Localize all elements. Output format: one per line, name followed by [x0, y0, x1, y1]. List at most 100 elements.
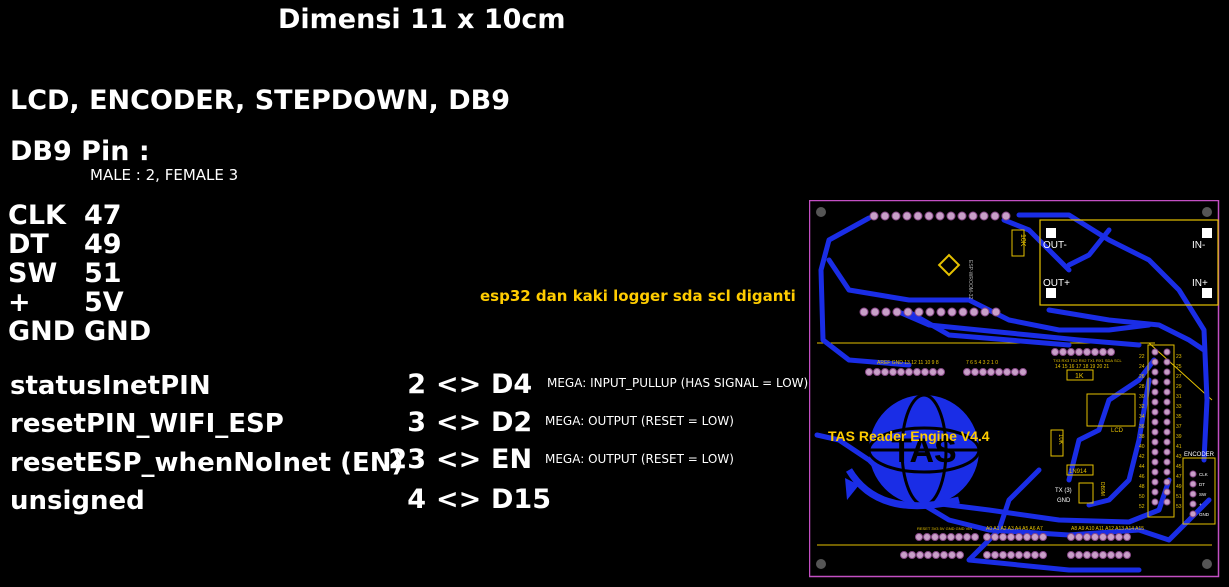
encoder-pin-name: DT — [8, 229, 49, 260]
signal-number: 23 — [388, 444, 426, 475]
encoder-connector — [1182, 457, 1216, 525]
encoder-pin-name: SW — [8, 258, 58, 289]
resistor-1k — [1066, 369, 1094, 381]
esp-chip-icon — [937, 253, 961, 277]
comm-nums-label: 14 15 16 17 18 19 20 21 — [1055, 364, 1109, 370]
tas-logo: TAS — [845, 393, 981, 510]
encoder-pin-name: + — [8, 287, 31, 318]
encoder-pin-value: 51 — [84, 258, 122, 289]
pin-label: 52 — [1139, 504, 1145, 510]
analog-high-label: A8 A9 A10 A11 A12 A13 A14 A15 — [1071, 526, 1144, 532]
pin-label: CLK — [1199, 472, 1208, 477]
pin-label: GND — [1199, 512, 1210, 517]
encoder-pin-name: CLK — [8, 200, 66, 231]
pin-label: 28 — [1139, 384, 1145, 390]
mount-hole — [1202, 207, 1212, 217]
out-minus-label: OUT- — [1043, 240, 1067, 251]
pin-label: 41 — [1176, 444, 1182, 450]
pcb-layout: TAS TAS Reader Engine V4.4 ESP-WROOM-32 … — [809, 200, 1220, 578]
pin-label: 44 — [1139, 464, 1145, 470]
db9-heading: DB9 Pin : — [10, 136, 150, 167]
power-label: RESET 3V3 5V GND GND VIN — [917, 526, 972, 531]
signal-number: 3 — [407, 407, 426, 438]
board-title: TAS Reader Engine V4.4 — [828, 428, 990, 444]
pin-label: 49 — [1176, 484, 1182, 490]
pin-label: 27 — [1176, 374, 1182, 380]
esp-label: ESP-WROOM-32 — [967, 260, 973, 299]
mount-hole — [1202, 559, 1212, 569]
gnd-label: GND — [1057, 498, 1071, 504]
pin-label: 36 — [1139, 424, 1145, 430]
esp32-header-bottom — [859, 307, 1001, 317]
pin-label: 23 — [1176, 354, 1182, 360]
mount-hole — [816, 559, 826, 569]
signal-target: D15 — [491, 484, 551, 515]
encoder-pins — [1189, 470, 1197, 518]
db9-subtext: MALE : 2, FEMALE 3 — [90, 166, 239, 184]
pin-label: 38 — [1139, 434, 1145, 440]
esp32-header-top — [869, 211, 1011, 221]
silk-line — [1148, 342, 1213, 401]
signal-arrow: <> — [436, 369, 482, 400]
arduino-digital-header — [865, 348, 1115, 376]
pin-label: + — [1199, 502, 1202, 507]
logo-text: TAS — [891, 432, 956, 470]
in-minus-label: IN- — [1192, 240, 1205, 251]
stepdown-pad — [1202, 288, 1212, 298]
signal-name: resetPIN_WIFI_ESP — [10, 409, 284, 439]
comm-label: TX3 RX3 TX2 RX2 TX1 RX1 SDA SCL — [1053, 358, 1123, 363]
signal-name: unsigned — [10, 486, 145, 516]
pin-label: 47 — [1176, 474, 1182, 480]
lcd-connector — [1086, 393, 1136, 427]
pin-label: 53 — [1176, 504, 1182, 510]
signal-note: MEGA: OUTPUT (RESET = LOW) — [545, 452, 734, 466]
pin-label: 32 — [1139, 404, 1145, 410]
signal-target: EN — [491, 444, 533, 475]
pin-label: 50 — [1139, 494, 1145, 500]
stepdown-pad — [1046, 228, 1056, 238]
signal-number: 4 — [407, 484, 426, 515]
pin-label: 29 — [1176, 384, 1182, 390]
page-title: Dimensi 11 x 10cm — [278, 4, 566, 35]
db9-label: DB9M — [1099, 482, 1105, 496]
resistor-10k-top — [1011, 229, 1025, 257]
signal-arrow: <> — [436, 444, 482, 475]
diode-label: 1N914 — [1069, 469, 1087, 475]
pin-label: 34 — [1139, 414, 1145, 420]
pin-label: 40 — [1139, 444, 1145, 450]
board-outline — [809, 200, 1220, 578]
pin-label: SW — [1199, 492, 1207, 497]
pin-label: 25 — [1176, 364, 1182, 370]
signal-name: statusInetPIN — [10, 371, 211, 401]
resistor-10k-mid-label: 10K — [1057, 434, 1063, 445]
resistor-10k-mid — [1050, 429, 1064, 457]
pin-label: DT — [1199, 482, 1205, 487]
pin-label: 43 — [1176, 454, 1182, 460]
pin-label: 33 — [1176, 404, 1182, 410]
encoder-pin-name: GND — [8, 316, 76, 347]
pin-label: 31 — [1176, 394, 1182, 400]
mount-hole — [816, 207, 826, 217]
tx-label: TX (3) — [1055, 488, 1072, 494]
signal-note: MEGA: INPUT_PULLUP (HAS SIGNAL = LOW) — [547, 376, 809, 390]
resistor-1k-label: 1K — [1075, 373, 1084, 380]
encoder-pin-value: 49 — [84, 229, 122, 260]
signal-arrow: <> — [436, 484, 482, 515]
pin-label: 39 — [1176, 434, 1182, 440]
pin-label: 22 — [1139, 354, 1145, 360]
pin-label: 35 — [1176, 414, 1182, 420]
components-heading: LCD, ENCODER, STEPDOWN, DB9 — [10, 85, 510, 116]
signal-target: D4 — [491, 369, 533, 400]
signal-number: 2 — [407, 369, 426, 400]
pin-label: 37 — [1176, 424, 1182, 430]
encoder-pin-value: GND — [84, 316, 152, 347]
stepdown-pad — [1202, 228, 1212, 238]
right-header-labels: 22 24 26 28 30 32 34 36 38 40 42 44 46 4… — [1139, 354, 1182, 510]
pin-label: 51 — [1176, 494, 1182, 500]
arduino-right-header — [1147, 344, 1175, 518]
signal-arrow: <> — [436, 407, 482, 438]
digital-low-label: 7 6 5 4 3 2 1 0 — [966, 360, 998, 366]
signal-note: MEGA: OUTPUT (RESET = LOW) — [545, 414, 734, 428]
aref-label: AREF GND 13 12 11 10 9 8 — [877, 360, 939, 366]
pin-label: 46 — [1139, 474, 1145, 480]
